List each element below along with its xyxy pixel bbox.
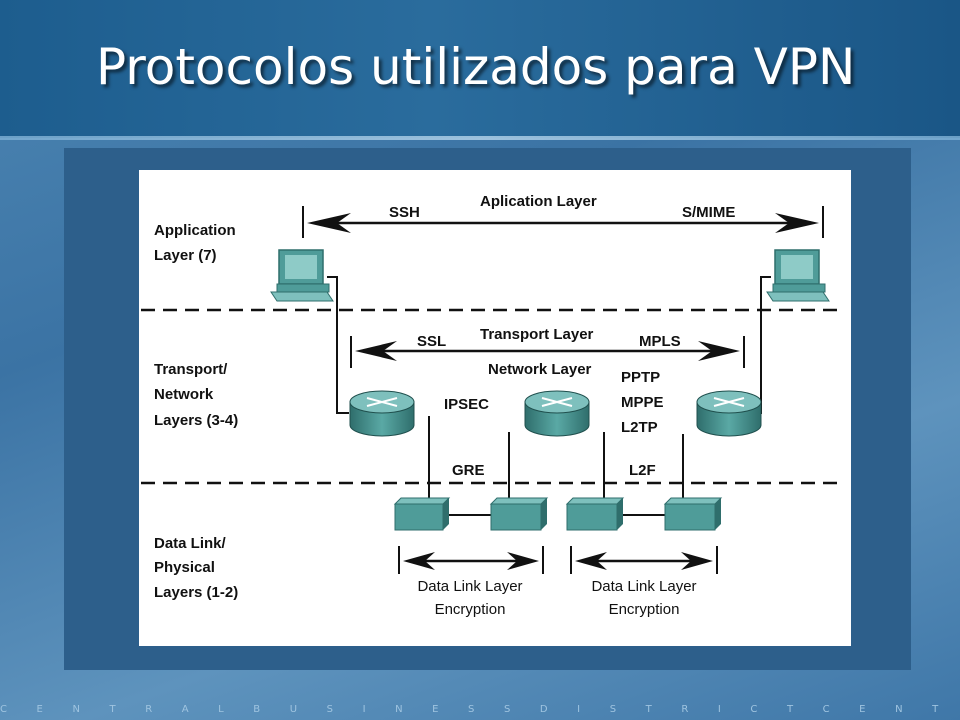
switch-2-icon <box>489 497 549 531</box>
layer-label-application-1: Application <box>154 222 236 239</box>
layer-label-transport-2: Network <box>154 386 214 403</box>
application-layer-arrow <box>302 206 824 238</box>
label-pptp: PPTP <box>621 369 660 386</box>
computer-right-icon <box>766 249 830 302</box>
transport-layer-arrow <box>350 336 745 368</box>
layer-label-datalink-3: Layers (1-2) <box>154 584 238 601</box>
footer-watermark: C E N T R A L B U S I N E S S D I S T R … <box>0 704 960 715</box>
title-bar <box>0 0 960 138</box>
label-mppe: MPPE <box>621 394 664 411</box>
label-smime: S/MIME <box>682 204 735 221</box>
layer-label-application-2: Layer (7) <box>154 247 217 264</box>
label-l2tp: L2TP <box>621 419 658 436</box>
datalink-encryption-arrow-left <box>398 546 544 574</box>
layer-label-datalink-1: Data Link/ <box>154 535 227 552</box>
label-application-layer: Aplication Layer <box>480 193 597 210</box>
label-datalink-encryption-right-1: Data Link Layer <box>591 578 696 595</box>
diagram-canvas: Application Layer (7) Transport/ Network… <box>141 193 843 618</box>
vpn-protocol-diagram: Application Layer (7) Transport/ Network… <box>139 170 851 646</box>
layer-label-transport-1: Transport/ <box>154 361 228 378</box>
datalink-encryption-arrow-right <box>570 546 718 574</box>
label-ssh: SSH <box>389 204 420 221</box>
label-datalink-encryption-left-1: Data Link Layer <box>417 578 522 595</box>
switch-3-icon <box>565 497 625 531</box>
layer-label-transport-3: Layers (3-4) <box>154 412 238 429</box>
slide-title: Protocolos utilizados para VPN <box>96 38 856 96</box>
label-ipsec: IPSEC <box>444 396 489 413</box>
router-center-icon <box>524 390 590 437</box>
label-datalink-encryption-left-2: Encryption <box>435 601 506 618</box>
network-links <box>327 276 771 516</box>
label-l2f: L2F <box>629 462 656 479</box>
router-left-icon <box>349 390 415 437</box>
label-network-layer: Network Layer <box>488 361 592 378</box>
layer-label-datalink-2: Physical <box>154 559 215 576</box>
computer-left-icon <box>270 249 334 302</box>
label-datalink-encryption-right-2: Encryption <box>609 601 680 618</box>
label-transport-layer: Transport Layer <box>480 326 594 343</box>
label-ssl: SSL <box>417 333 446 350</box>
label-mpls: MPLS <box>639 333 681 350</box>
label-gre: GRE <box>452 462 485 479</box>
title-divider <box>0 136 960 140</box>
switch-1-icon <box>393 497 451 531</box>
router-right-icon <box>696 390 762 437</box>
switch-4-icon <box>663 497 723 531</box>
